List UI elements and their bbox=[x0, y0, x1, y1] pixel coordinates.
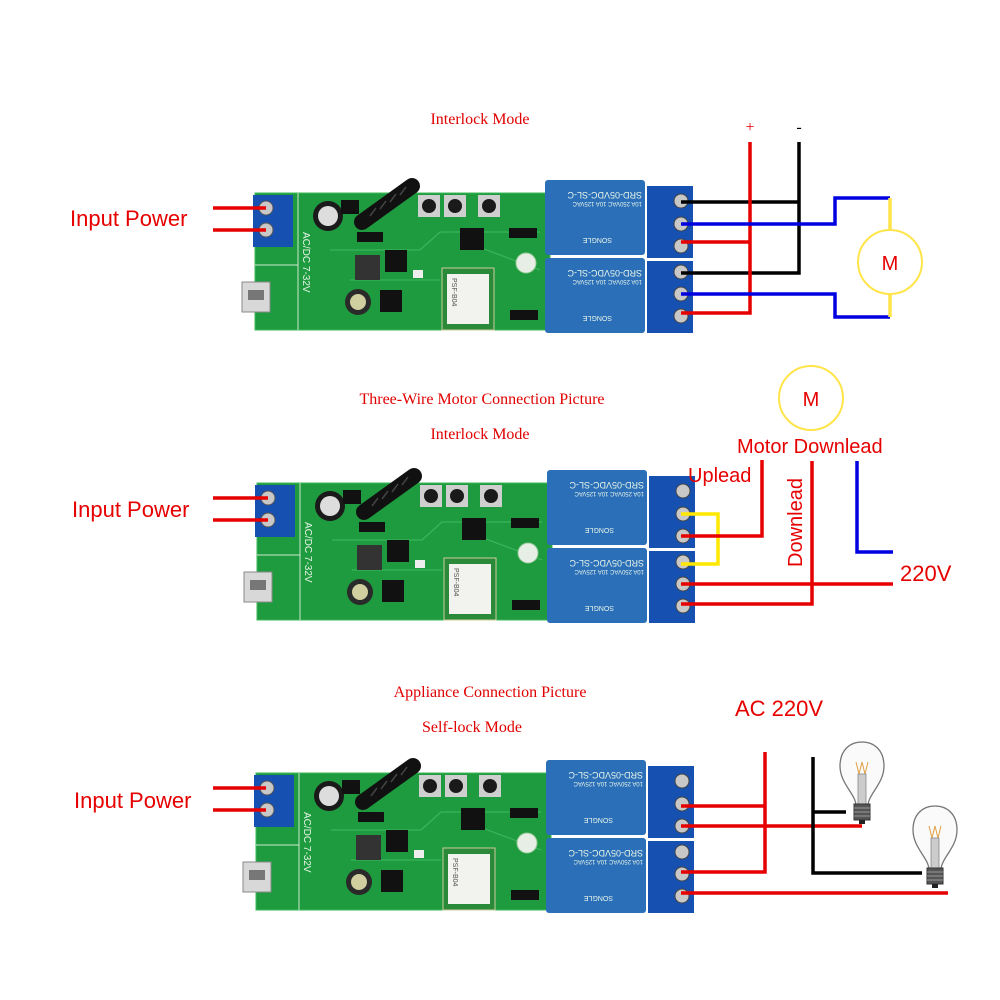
relay-label: SRD-05VDC-SL-C bbox=[567, 268, 642, 278]
downlead-wire bbox=[681, 461, 814, 606]
wifi-module bbox=[449, 564, 491, 614]
caption: Appliance Connection Picture bbox=[394, 684, 587, 701]
input-power-label: Input Power bbox=[74, 788, 191, 813]
motor-wire bbox=[681, 196, 890, 319]
mode-label: Self-lock Mode bbox=[422, 719, 522, 736]
relay-2 bbox=[547, 548, 647, 623]
module-label: PSF-B04 bbox=[451, 858, 458, 887]
led bbox=[515, 252, 537, 274]
motor-downlead-label: Motor Downlead bbox=[737, 436, 883, 458]
relay-label: SRD-05VDC-SL-C bbox=[568, 770, 643, 780]
relay-label: SRD-05VDC-SL-C bbox=[568, 848, 643, 858]
svg-text:10A 250VAC 10A 125VAC: 10A 250VAC 10A 125VAC bbox=[574, 568, 644, 574]
neutral-wire bbox=[811, 757, 922, 875]
input-power-label: Input Power bbox=[72, 497, 189, 522]
jumper-wire bbox=[681, 512, 720, 566]
wifi-module bbox=[447, 274, 489, 324]
positive-wire bbox=[681, 142, 752, 315]
mode-label: Interlock Mode bbox=[430, 426, 529, 443]
inductor bbox=[357, 545, 382, 570]
relay-brand: SONGLE bbox=[584, 604, 614, 611]
input-terminal-block bbox=[254, 775, 294, 827]
relay-1 bbox=[546, 760, 646, 835]
input-terminal-block bbox=[255, 485, 295, 537]
panel-three-wire-motor: Three-Wire Motor Connection Picture Inte… bbox=[72, 365, 952, 606]
module-label: PSF-B04 bbox=[452, 568, 459, 597]
usb-port bbox=[242, 861, 272, 893]
relay-2 bbox=[546, 838, 646, 913]
module-label: PSF-B04 bbox=[450, 278, 457, 307]
live-wire bbox=[681, 752, 767, 874]
pcb-power-label: AC/DC 7-32V bbox=[302, 522, 313, 583]
relay-label: SRD-05VDC-SL-C bbox=[569, 558, 644, 568]
light-bulb-icon bbox=[912, 805, 958, 889]
plus-label: + bbox=[745, 119, 754, 136]
uplead-label: Uplead bbox=[688, 465, 751, 487]
minus-label: - bbox=[796, 119, 801, 136]
svg-text:10A 250VAC 10A 125VAC: 10A 250VAC 10A 125VAC bbox=[572, 200, 642, 206]
led bbox=[516, 832, 538, 854]
downlead-label: Downlead bbox=[785, 478, 807, 567]
pcb-power-label: AC/DC 7-32V bbox=[301, 812, 312, 873]
lamp-wire bbox=[681, 824, 948, 895]
light-bulb-icon bbox=[839, 741, 885, 825]
inductor bbox=[356, 835, 381, 860]
svg-text:10A 250VAC 10A 125VAC: 10A 250VAC 10A 125VAC bbox=[572, 278, 642, 284]
relay-board: AC/DC 7-32V PSF-B04 SRD-05 bbox=[243, 468, 695, 623]
relay-2 bbox=[545, 258, 645, 333]
motor-label: M bbox=[803, 389, 820, 411]
relay-board: AC/DC 7-32V PSF-B04 SRD-05 bbox=[242, 758, 694, 913]
voltage-label: AC 220V bbox=[735, 696, 823, 721]
relay-brand: SONGLE bbox=[582, 314, 612, 321]
relay-brand: SONGLE bbox=[583, 816, 613, 823]
svg-text:10A 250VAC 10A 125VAC: 10A 250VAC 10A 125VAC bbox=[573, 780, 643, 786]
input-terminal-block bbox=[253, 195, 293, 247]
relay-brand: SONGLE bbox=[582, 236, 612, 243]
motor-circle-icon bbox=[857, 229, 923, 295]
relay-1 bbox=[547, 470, 647, 545]
panel-interlock-dc-motor: Interlock Mode Input Power + - M bbox=[70, 111, 923, 319]
relay-label: SRD-05VDC-SL-C bbox=[569, 480, 644, 490]
inductor bbox=[355, 255, 380, 280]
pcb-power-label: AC/DC 7-32V bbox=[300, 232, 311, 293]
voltage-label: 220V bbox=[900, 561, 952, 586]
svg-text:10A 250VAC 10A 125VAC: 10A 250VAC 10A 125VAC bbox=[573, 858, 643, 864]
caption: Three-Wire Motor Connection Picture bbox=[359, 391, 604, 408]
led bbox=[517, 542, 539, 564]
wifi-module bbox=[448, 854, 490, 904]
neutral-wire bbox=[855, 461, 893, 554]
relay-label: SRD-05VDC-SL-C bbox=[567, 190, 642, 200]
svg-text:10A 250VAC 10A 125VAC: 10A 250VAC 10A 125VAC bbox=[574, 490, 644, 496]
panel-appliance-self-lock: Appliance Connection Picture Self-lock M… bbox=[74, 684, 958, 895]
input-power-label: Input Power bbox=[70, 206, 187, 231]
negative-wire bbox=[681, 142, 801, 275]
tact-buttons bbox=[420, 485, 502, 507]
uplead-wire bbox=[681, 460, 764, 538]
relay-brand: SONGLE bbox=[584, 526, 614, 533]
tact-buttons bbox=[419, 775, 501, 797]
relay-board: AC/DC 7-32V PSF-B04 SRD-05 bbox=[241, 178, 693, 333]
relay-1 bbox=[545, 180, 645, 255]
motor-label: M bbox=[882, 253, 899, 275]
tact-buttons bbox=[418, 195, 500, 217]
mode-label: Interlock Mode bbox=[430, 111, 529, 128]
motor-circle-icon bbox=[778, 365, 844, 431]
relay-brand: SONGLE bbox=[583, 894, 613, 901]
